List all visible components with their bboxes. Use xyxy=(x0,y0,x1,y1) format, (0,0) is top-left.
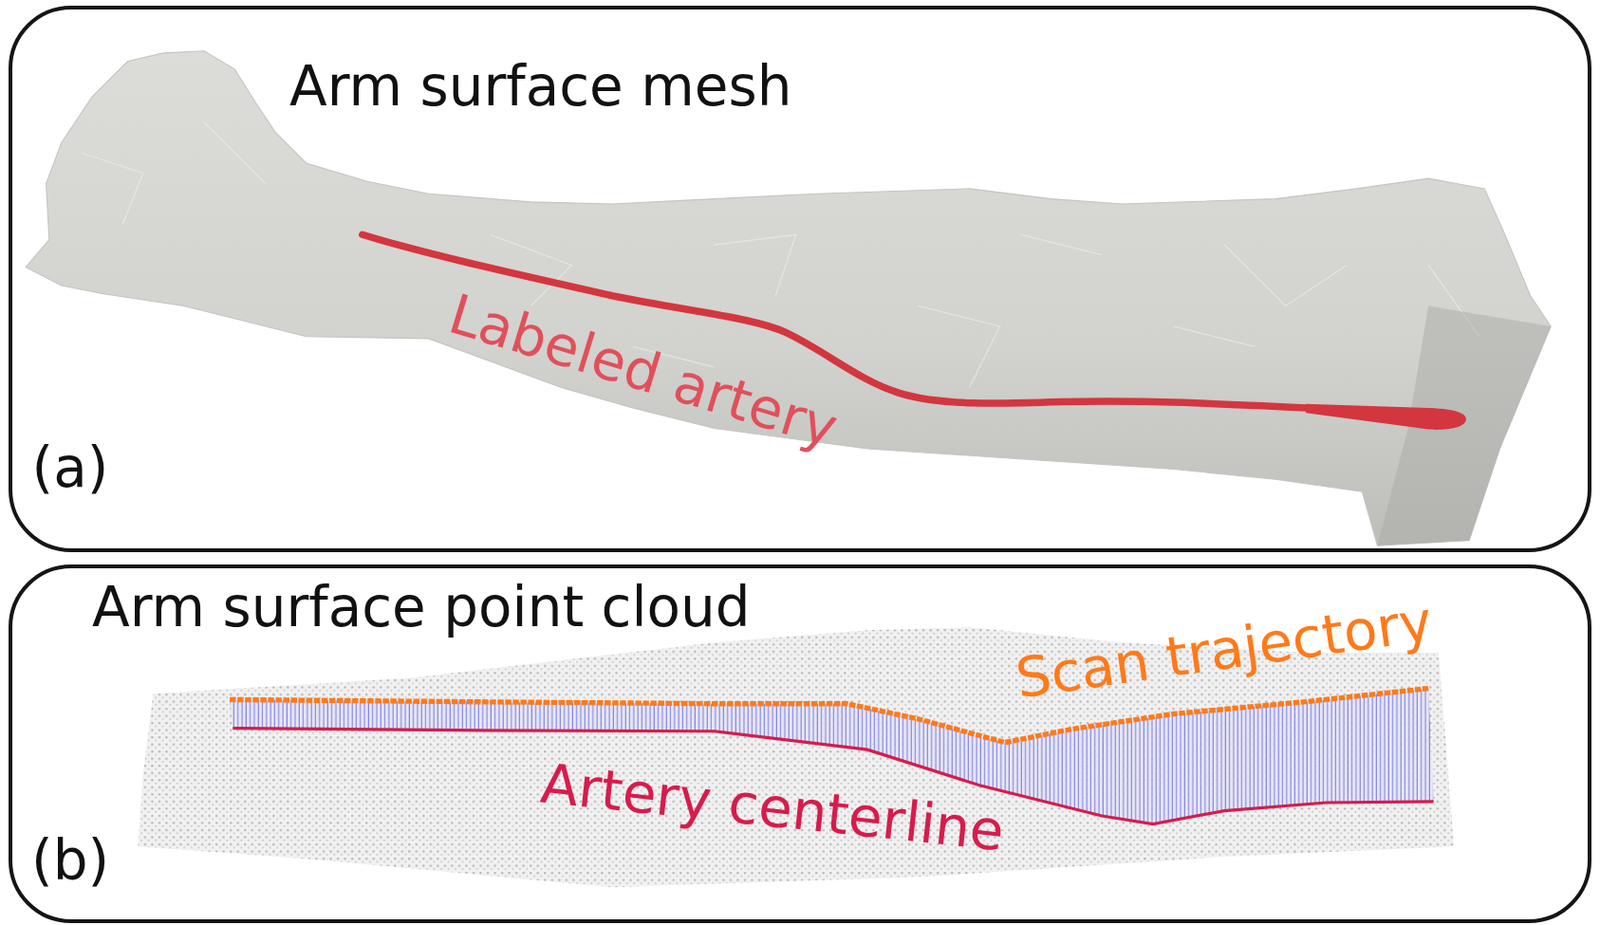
labeled-artery xyxy=(1305,404,1467,430)
panel-letter: (b) xyxy=(31,831,110,893)
panel-title: Arm surface mesh xyxy=(289,56,792,118)
panel-letter: (a) xyxy=(32,438,110,500)
figure-panel: Arm surface mesh xyxy=(8,5,1592,553)
mesh-facets xyxy=(81,122,1480,388)
panel-title: Arm surface point cloud xyxy=(92,577,751,639)
arm-mesh xyxy=(25,51,1551,546)
scan-trajectory xyxy=(229,688,1429,744)
